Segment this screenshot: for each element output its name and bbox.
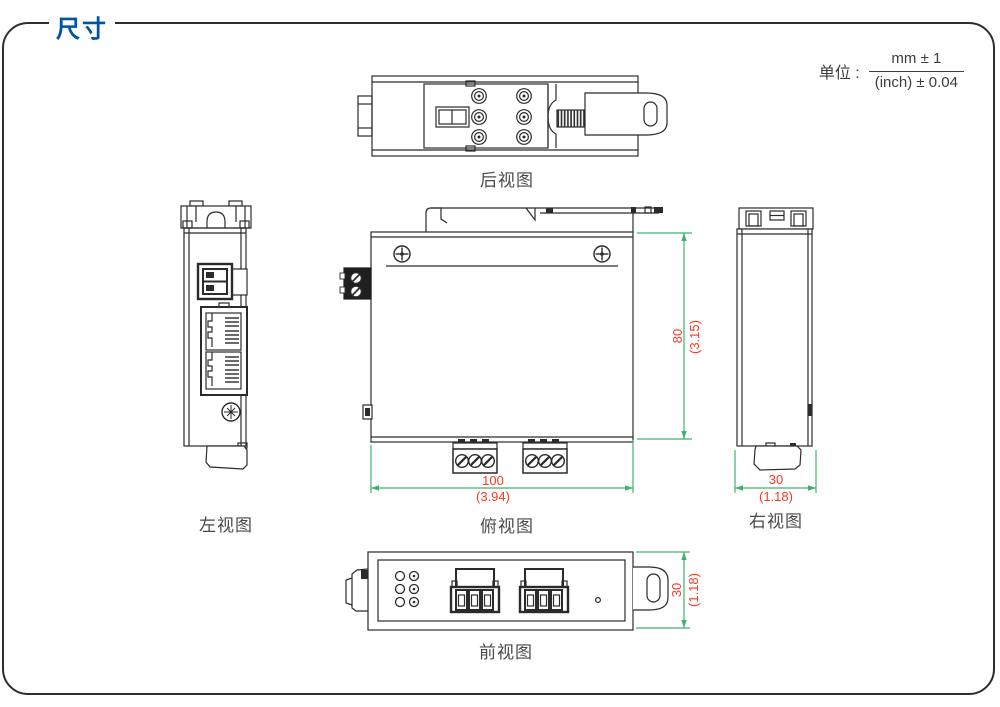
top-view-drawing (339, 206, 663, 474)
rj45-ports (200, 302, 248, 396)
dim-width-mm: 100 (482, 473, 504, 488)
right-body (736, 228, 813, 447)
dim-depth-front-mm: 30 (669, 583, 684, 597)
view-label-right: 右视图 (749, 512, 803, 531)
front-body (367, 551, 634, 631)
screw-holes (471, 88, 532, 145)
dim-height-mm: 80 (670, 329, 685, 343)
din-clip-top-right-view (738, 207, 814, 230)
din-latch-profile (547, 84, 557, 148)
din-clip-top-left-view (180, 200, 252, 229)
rear-left-lug (357, 95, 373, 137)
view-label-left: 左视图 (199, 516, 253, 535)
dim-height-inch: (3.15) (687, 320, 702, 354)
mounting-slot-front (646, 573, 661, 603)
units-note: 单位 : mm ± 1 (inch) ± 0.04 (819, 50, 964, 93)
power-terminal-side (339, 267, 372, 300)
dip-switch-window (435, 106, 470, 128)
front-panel (377, 559, 626, 622)
side-latch-detail (362, 404, 373, 420)
view-label-front: 前视图 (479, 643, 533, 662)
dim-depth-right-inch: (1.18) (759, 489, 793, 504)
led-indicators (394, 570, 420, 608)
terminal-plug-side (196, 262, 248, 301)
terminal-block-bottom-right (522, 439, 568, 474)
units-fraction: mm ± 1 (inch) ± 0.04 (868, 50, 964, 93)
front-view-drawing (345, 551, 669, 631)
dim-body-width: 100 (3.94) (370, 440, 634, 504)
dim-depth-front-inch: (1.18) (686, 573, 701, 607)
ground-screw (221, 402, 241, 422)
view-label-rear: 后视图 (480, 171, 534, 190)
rear-view-drawing (357, 75, 668, 157)
dim-depth-front: 30 (1.18) (636, 551, 701, 629)
dimension-annotations: 100 (3.94) 80 (3.15) 30 (1.1 (370, 232, 817, 629)
left-view-drawing (180, 200, 252, 470)
dim-body-height: 80 (3.15) (637, 232, 702, 440)
din-clip-bottom-right-view (753, 442, 802, 471)
din-rail-arm (425, 206, 663, 232)
chassis-screw-left (393, 245, 411, 263)
units-inch: (inch) ± 0.04 (874, 73, 958, 91)
page-border (2, 22, 995, 695)
dim-depth-right: 30 (1.18) (734, 450, 817, 504)
dim-depth-right-mm: 30 (769, 472, 783, 487)
din-latch-spring (556, 109, 586, 128)
terminal-block-bottom-left (452, 439, 498, 474)
units-label: 单位 : (818, 65, 860, 83)
din-clip-side-front-view (345, 568, 369, 612)
mounting-tab-rear (584, 92, 668, 136)
dim-width-inch: (3.94) (476, 489, 510, 504)
chassis-screw-right (593, 245, 611, 263)
terminal-connector-left (449, 568, 501, 614)
view-label-top: 俯视图 (480, 517, 534, 536)
top-body (370, 231, 634, 443)
terminal-connector-right (518, 568, 570, 614)
page-title: 尺寸 (49, 9, 115, 44)
reset-hole (594, 596, 601, 603)
right-view-drawing (736, 207, 814, 471)
units-mm: mm ± 1 (868, 50, 964, 72)
din-clip-bottom-left-view (205, 442, 248, 470)
mounting-slot-rear (643, 101, 658, 127)
mounting-tab-front (633, 566, 669, 611)
